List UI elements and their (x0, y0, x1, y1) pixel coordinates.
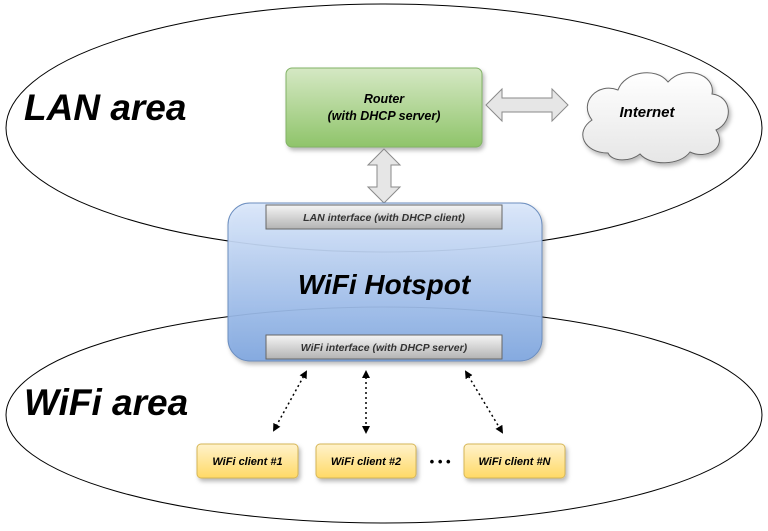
internet-cloud (582, 72, 729, 164)
client-node-1 (196, 443, 299, 479)
router-node (285, 67, 483, 148)
client-box-2 (315, 443, 417, 479)
wifi-interface-bar (265, 334, 503, 360)
hotspot-title: WiFi Hotspot (298, 269, 472, 300)
internet-label: Internet (619, 104, 675, 121)
hotspot-box (227, 202, 543, 362)
lan-area-label: LAN area (24, 87, 186, 128)
wifi-interface-label: WiFi interface (with DHCP server) (301, 342, 468, 354)
lan-interface-label: LAN interface (with DHCP client) (303, 212, 465, 224)
router-box (285, 67, 483, 148)
lan-interface-bar (265, 204, 503, 230)
client-label-n: WiFi client #N (478, 456, 551, 468)
client-node-2 (315, 443, 417, 479)
wireless-link-n (464, 370, 504, 434)
hotspot-node (227, 202, 543, 362)
client-box-n (463, 443, 566, 479)
router-title: Router (364, 92, 405, 106)
client-node-n (463, 443, 566, 479)
wireless-link-1 (273, 370, 307, 432)
client-label-1: WiFi client #1 (212, 456, 282, 468)
cloud-icon (582, 72, 729, 164)
clients-ellipsis: • • • (430, 454, 451, 469)
router-subtitle: (with DHCP server) (328, 109, 441, 123)
router-hotspot-arrow (366, 148, 402, 204)
wifi-area-label: WiFi area (24, 382, 188, 423)
router-internet-arrow (485, 87, 569, 123)
client-label-2: WiFi client #2 (331, 456, 401, 468)
client-box-1 (196, 443, 299, 479)
